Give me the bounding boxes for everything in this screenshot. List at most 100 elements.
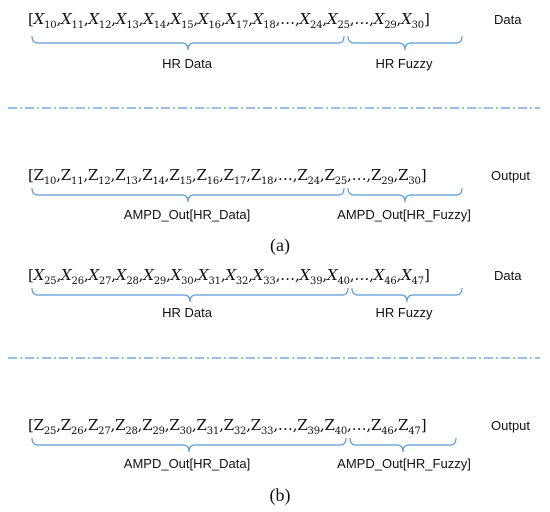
sequence-b-output: [Z25,Z26,Z27,Z28,Z29,Z30,Z31,Z32,Z33,…,Z… — [28, 416, 427, 437]
sequence-term: X28 — [115, 266, 139, 287]
comma: , — [110, 416, 116, 434]
term-subscript: 24 — [310, 20, 323, 31]
term-subscript: 15 — [179, 176, 193, 187]
comma: , — [349, 10, 355, 28]
brace-label-b-hr-data: HR Data — [162, 305, 212, 320]
comma: , — [166, 266, 171, 284]
sequence-term: X30 — [170, 266, 194, 287]
comma: , — [56, 10, 62, 28]
term-subscript: 16 — [208, 20, 221, 31]
sequence-term: … — [280, 266, 295, 284]
sequence-term: X10 — [33, 10, 57, 31]
term-subscript: 27 — [98, 426, 111, 437]
comma: , — [292, 166, 298, 184]
sequence-term: … — [351, 416, 367, 434]
term-subscript: 16 — [206, 176, 220, 187]
comma: , — [248, 10, 253, 28]
sequence-b-data: [X25,X26,X27,X28,X29,X30,X31,X32,X33,…,X… — [28, 266, 430, 287]
term-subscript: 28 — [126, 276, 139, 287]
row-tag-a-output: Output — [491, 168, 531, 183]
sequence-term: Z25 — [33, 416, 57, 437]
sequence-term: … — [351, 166, 367, 184]
sequence-term: Z31 — [196, 416, 220, 437]
sequence-term: Z13 — [115, 166, 138, 187]
sequence-term: Z40 — [324, 416, 348, 437]
term-subscript: 47 — [408, 426, 421, 437]
sequence-term: … — [354, 266, 370, 284]
term-subscript: 10 — [43, 176, 57, 187]
term-subscript: 31 — [206, 426, 220, 437]
comma: , — [347, 416, 352, 434]
comma: , — [219, 416, 224, 434]
term-subscript: 46 — [381, 426, 394, 437]
comma: , — [292, 416, 298, 434]
sequence-term: X40 — [326, 266, 350, 287]
comma: , — [294, 266, 300, 284]
comma: , — [56, 166, 61, 184]
comma: , — [349, 266, 355, 284]
sequence-term: Z24 — [297, 166, 321, 187]
sequence-term: Z33 — [250, 416, 274, 437]
comma: , — [347, 166, 352, 184]
comma: , — [246, 416, 251, 434]
sequence-term: X27 — [88, 266, 112, 287]
comma: , — [369, 10, 374, 28]
comma: , — [137, 166, 143, 184]
comma: , — [322, 10, 327, 28]
row-tag-b-output: Output — [491, 418, 531, 433]
close-bracket: ] — [423, 10, 430, 28]
term-subscript: 12 — [98, 20, 112, 31]
close-bracket: ] — [420, 416, 427, 434]
comma: , — [273, 166, 278, 184]
sequence-term: Z29 — [370, 166, 394, 187]
sequence-term: X29 — [143, 266, 167, 287]
sequence-term: X47 — [401, 266, 424, 287]
comma: , — [83, 266, 89, 284]
comma: , — [110, 166, 116, 184]
term-subscript: 12 — [98, 176, 111, 187]
sequence-a-output: [Z10,Z11,Z12,Z13,Z14,Z15,Z16,Z17,Z18,…,Z… — [28, 166, 427, 187]
term-subscript: 29 — [153, 276, 167, 287]
term-subscript: 11 — [71, 20, 85, 31]
term-subscript: 33 — [261, 426, 274, 437]
sequence-term: Z16 — [196, 166, 220, 187]
brace-a-output-left — [31, 187, 345, 203]
comma: , — [191, 416, 197, 434]
comma: , — [83, 416, 88, 434]
close-bracket: ] — [420, 166, 427, 184]
comma: , — [219, 166, 224, 184]
sequence-term: Z29 — [142, 416, 165, 437]
comma: , — [366, 416, 371, 434]
brace-a-output-right — [347, 187, 463, 203]
sequence-term: Z17 — [223, 166, 247, 187]
sequence-term: X13 — [115, 10, 139, 31]
brace-label-a-hr-data: HR Data — [162, 56, 212, 71]
term-subscript: 13 — [125, 176, 138, 187]
term-subscript: 17 — [233, 176, 247, 187]
term-subscript: 30 — [179, 426, 193, 437]
open-bracket: [ — [28, 166, 34, 184]
brace-b-data-left — [31, 287, 349, 303]
sequence-term: Z10 — [33, 166, 57, 187]
sequence-term: X18 — [252, 10, 276, 31]
sequence-term: Z30 — [398, 166, 421, 187]
sequence-term: X33 — [252, 266, 276, 287]
brace-b-data-right — [351, 287, 463, 303]
term-subscript: 30 — [181, 276, 194, 287]
comma: , — [246, 166, 251, 184]
sequence-term: Z39 — [297, 416, 320, 437]
caption-b: (b) — [269, 485, 291, 505]
comma: , — [396, 10, 402, 28]
sequence-term: Z30 — [169, 416, 193, 437]
sequence-term: X17 — [225, 10, 249, 31]
sequence-term: … — [354, 10, 370, 28]
sequence-term: X46 — [373, 266, 397, 287]
brace-label-a-ampd-fuzzy: AMPD_Out[HR_Fuzzy] — [337, 207, 471, 222]
term-subscript: 29 — [152, 426, 165, 437]
brace-b-output-right — [349, 437, 457, 453]
term-subscript: 24 — [307, 176, 321, 187]
comma: , — [56, 266, 62, 284]
comma: , — [393, 166, 399, 184]
term-subscript: 25 — [334, 176, 348, 187]
